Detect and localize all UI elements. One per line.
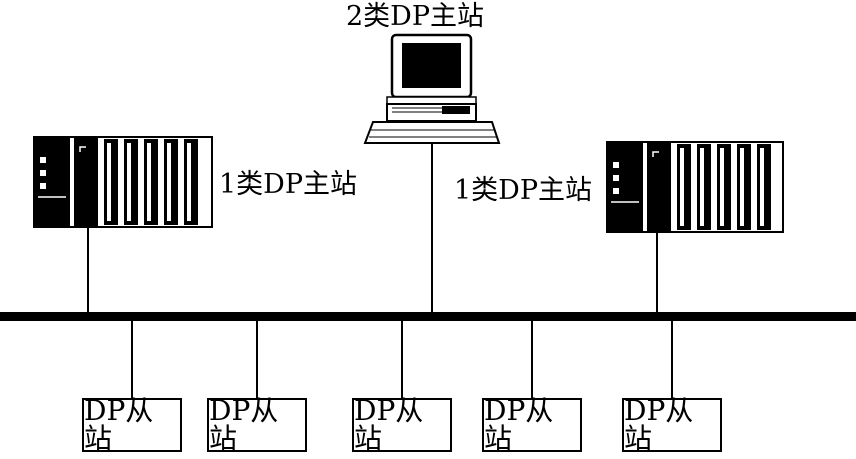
class1-master-left-label: 1类DP主站 (219, 169, 357, 200)
dp-slave-label: DP从站 (484, 394, 554, 455)
plc-rack-icon (606, 141, 784, 233)
profibus-line (0, 312, 856, 321)
dp-slave-box: DP从站 (352, 394, 452, 455)
dp-slave-label: DP从站 (624, 394, 694, 455)
dp-slave-label: DP从站 (354, 394, 424, 455)
dp-slave-box: DP从站 (82, 394, 182, 455)
class1-master-right-label: 1类DP主站 (454, 175, 592, 206)
dp-slave-label: DP从站 (209, 394, 279, 455)
dp-slave-box: DP从站 (207, 394, 307, 455)
plc-rack-icon (33, 136, 213, 228)
class2-master-label: 2类DP主站 (346, 1, 484, 32)
dp-slave-box: DP从站 (622, 394, 722, 455)
dp-slave-box: DP从站 (482, 394, 582, 455)
computer-workstation-icon (363, 33, 501, 144)
dp-slave-label: DP从站 (84, 394, 154, 455)
